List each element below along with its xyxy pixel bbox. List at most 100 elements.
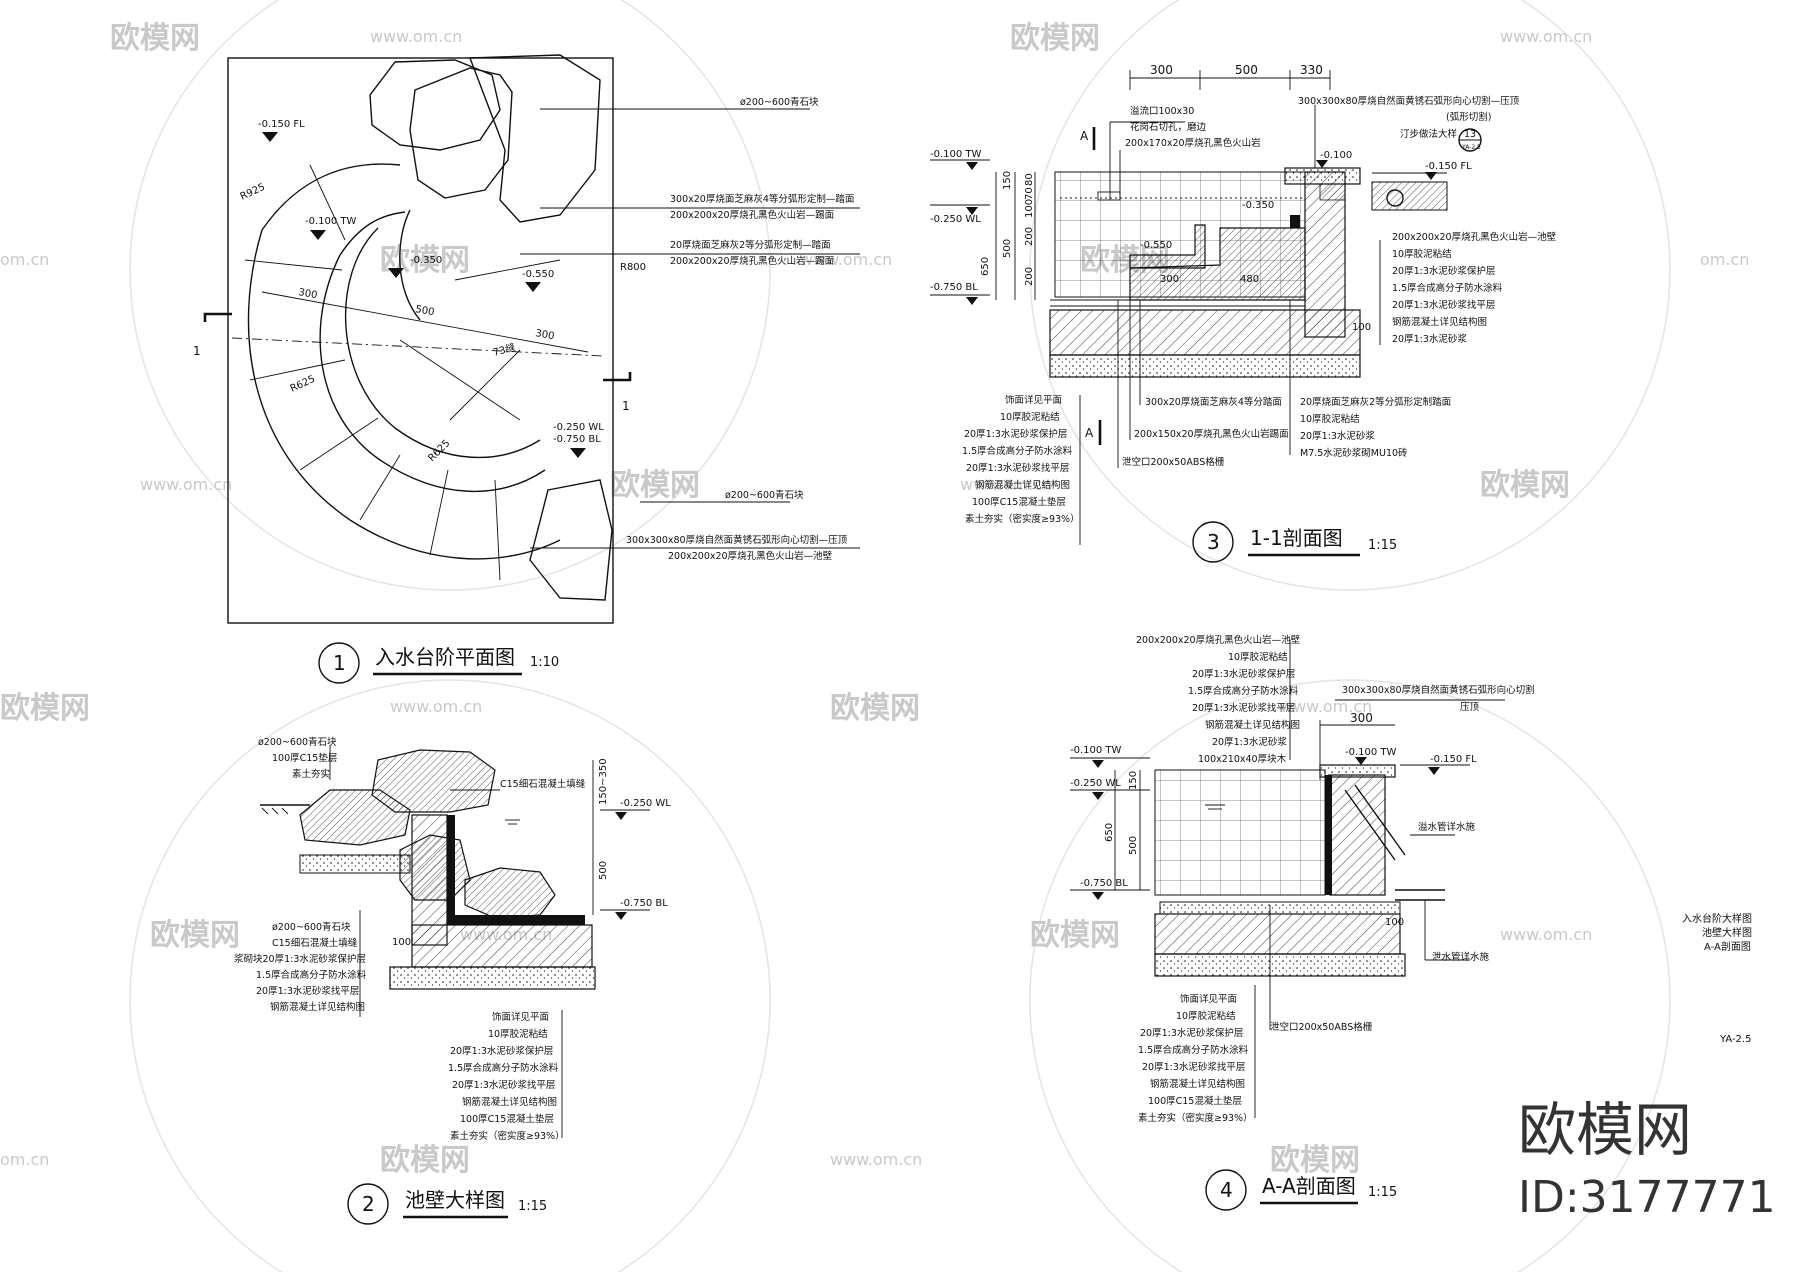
watermark-url: www.om.cn (830, 1150, 922, 1169)
watermark-url: www.om.cn (370, 27, 462, 46)
view3-section: 300 500 330 150 80 70 100 200 500 200 65… (930, 63, 1557, 563)
note: (弧形切割) (1446, 111, 1491, 123)
note: 100厚C15混凝土垫层 (1148, 1095, 1242, 1107)
level-label: -0.150 FL (1425, 161, 1472, 172)
note: 20厚1:3水泥砂浆找平层 (966, 462, 1069, 474)
level-label: -0.250 WL (620, 798, 671, 809)
note: ø200~600青石块 (258, 736, 337, 748)
note: 1.5厚合成高分子防水涂料 (448, 1062, 559, 1074)
note: 素土夯实（密实度≥93%） (965, 513, 1080, 525)
view-title: 池壁大样图 (405, 1188, 505, 1212)
note: 200x200x20厚烧孔黑色火山岩—池壁 (1392, 231, 1557, 243)
view-scale: 1:15 (1368, 1185, 1397, 1200)
note: 溢流口100x30 (1130, 105, 1194, 117)
note: 20厚1:3水泥砂浆 (1392, 333, 1467, 345)
note: 200x200x20厚烧孔黑色火山岩—踢面 (670, 255, 834, 267)
sheet-title-block: 入水台阶大样图 池壁大样图 A-A剖面图 YA-2.5 (1682, 912, 1752, 1045)
level-label: -0.100 TW (1070, 745, 1122, 756)
level-label: -0.100 TW (1345, 747, 1397, 758)
note: 10厚胶泥粘结 (1392, 248, 1452, 260)
watermark-text: 欧模网 (380, 1143, 470, 1178)
note: 10厚胶泥粘结 (488, 1028, 548, 1040)
watermark-url: www.om.cn (140, 475, 232, 494)
level-label: -0.750 BL (930, 282, 978, 293)
note: 100厚C15垫层 (272, 752, 337, 764)
note: 浆砌块20厚1:3水泥砂浆保护层 (234, 953, 366, 965)
view1-plan: 1 1 -0.150 FL -0.100 TW -0.350 -0.550 -0… (193, 54, 860, 684)
note: 300x300x80厚烧自然面黄锈石弧形向心切割—压顶 (1298, 95, 1520, 107)
note: 饰面详见平面 (1180, 993, 1237, 1005)
dim-label: 150 (1002, 171, 1013, 190)
radius-label: R800 (620, 262, 646, 273)
brand-name: 欧模网 (1518, 1096, 1692, 1164)
view-scale: 1:15 (518, 1199, 547, 1214)
watermark-url: www.om.cn (1280, 697, 1372, 716)
note: 20厚1:3水泥砂浆找平层 (452, 1079, 555, 1091)
dim-label: 73缝 (491, 340, 516, 358)
detail-ref-bottom: YA-2.5 (1461, 144, 1481, 151)
view-scale: 1:10 (530, 655, 559, 670)
watermark-url: www.om.cn (1500, 925, 1592, 944)
sheet-title-line: 池壁大样图 (1702, 926, 1752, 939)
view-title: A-A剖面图 (1262, 1174, 1356, 1198)
note: 300x20厚烧面芝麻灰4等分弧形定制—踏面 (670, 193, 854, 205)
watermark-url: om.cn (1700, 250, 1749, 269)
watermark-url: om.cn (0, 1150, 49, 1169)
note: 100x210x40厚块木 (1198, 753, 1287, 765)
watermark-text: 欧模网 (1480, 468, 1570, 503)
note: 1.5厚合成高分子防水涂料 (962, 445, 1073, 457)
dim-label: 100 (1352, 322, 1371, 333)
note: 100厚C15混凝土垫层 (460, 1113, 554, 1125)
radius-label: R625 (426, 438, 452, 464)
dim-label: 480 (1240, 274, 1259, 285)
view-number: 3 (1207, 530, 1220, 554)
dim-label: 200 (1024, 267, 1035, 286)
note: 素土夯实（密实度≥93%） (450, 1130, 565, 1142)
note: 200x150x20厚烧孔黑色火山岩踢面 (1134, 428, 1289, 440)
level-label: -0.250 WL (1070, 778, 1121, 789)
radius-label: R925 (239, 182, 267, 203)
section-mark: 1 (193, 344, 201, 358)
watermark-text: 欧模网 (1030, 918, 1120, 953)
note: C15细石混凝土填缝 (272, 937, 358, 949)
level-label: -0.100 (1320, 150, 1352, 161)
note: 20厚1:3水泥砂浆找平层 (1192, 702, 1295, 714)
dim-label: 650 (1104, 823, 1115, 842)
watermark-text: 欧模网 (610, 468, 700, 503)
note: M7.5水泥砂浆砌MU10砖 (1300, 447, 1408, 459)
level-label: -0.100 TW (305, 216, 357, 227)
watermark-text: 欧模网 (110, 21, 200, 56)
note: 钢筋混凝土详见结构图 (1205, 719, 1300, 731)
note: 100厚C15混凝土垫层 (972, 496, 1066, 508)
note: 花岗石切孔，磨边 (1130, 121, 1207, 133)
note: 300x20厚烧面芝麻灰4等分踏面 (1145, 396, 1282, 408)
note: 10厚胶泥粘结 (1000, 411, 1060, 423)
note: ø200~600青石块 (272, 921, 351, 933)
note: 钢筋混凝土详见结构图 (270, 1001, 365, 1013)
section-mark: A (1085, 426, 1094, 440)
dim-label: 150 (1128, 771, 1139, 790)
note: 20厚1:3水泥砂浆保护层 (1192, 668, 1295, 680)
note: 20厚烧面芝麻灰2等分弧形定制—踏面 (670, 239, 831, 251)
note: 1.5厚合成高分子防水涂料 (256, 969, 367, 981)
note: 钢筋混凝土详见结构图 (975, 479, 1070, 491)
note: 饰面详见平面 (1005, 394, 1062, 406)
watermark-url: www.om.cn (960, 475, 1052, 494)
dim-label: 500 (1128, 836, 1139, 855)
dim-label: 100 (1024, 199, 1035, 218)
note: 20厚烧面芝麻灰2等分弧形定制踏面 (1300, 396, 1451, 408)
section-mark: 1 (622, 399, 630, 413)
note: 1.5厚合成高分子防水涂料 (1188, 685, 1299, 697)
level-label: -0.350 (410, 255, 442, 266)
detail-ref-top: 13 (1464, 129, 1476, 140)
view-title: 入水台阶平面图 (375, 645, 515, 669)
view-number: 1 (333, 651, 346, 675)
view-scale: 1:15 (1368, 538, 1397, 553)
note: 素土夯实 (292, 768, 330, 780)
note: 泄空口200x50ABS格栅 (1122, 456, 1225, 468)
dim-label: 200 (1024, 227, 1035, 246)
watermark-text: 欧模网 (830, 691, 920, 726)
dim-label: 500 (598, 861, 609, 880)
note: 20厚1:3水泥砂浆找平层 (1142, 1061, 1245, 1073)
note: 钢筋混凝土详见结构图 (1392, 316, 1487, 328)
